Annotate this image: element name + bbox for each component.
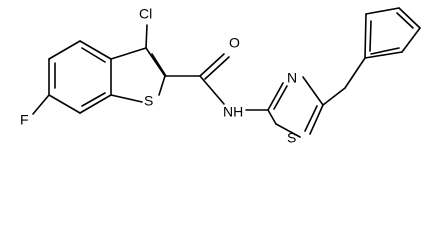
atom-label-fluorine: F [20, 112, 29, 128]
atom-label-ring-sulfur: S [144, 93, 153, 109]
atom-label-chlorine: Cl [139, 6, 152, 22]
bond-lines [32, 7, 421, 138]
chemical-structure-diagram: Cl O F S NH N S [20, 6, 421, 146]
atom-label-oxygen: O [229, 35, 240, 51]
atom-label-thiazole-sulfur: S [287, 130, 296, 146]
atom-label-thiazole-nitrogen: N [287, 70, 297, 86]
atom-labels: Cl O F S NH N S [20, 6, 297, 146]
atom-label-amide-nh: NH [223, 104, 243, 120]
